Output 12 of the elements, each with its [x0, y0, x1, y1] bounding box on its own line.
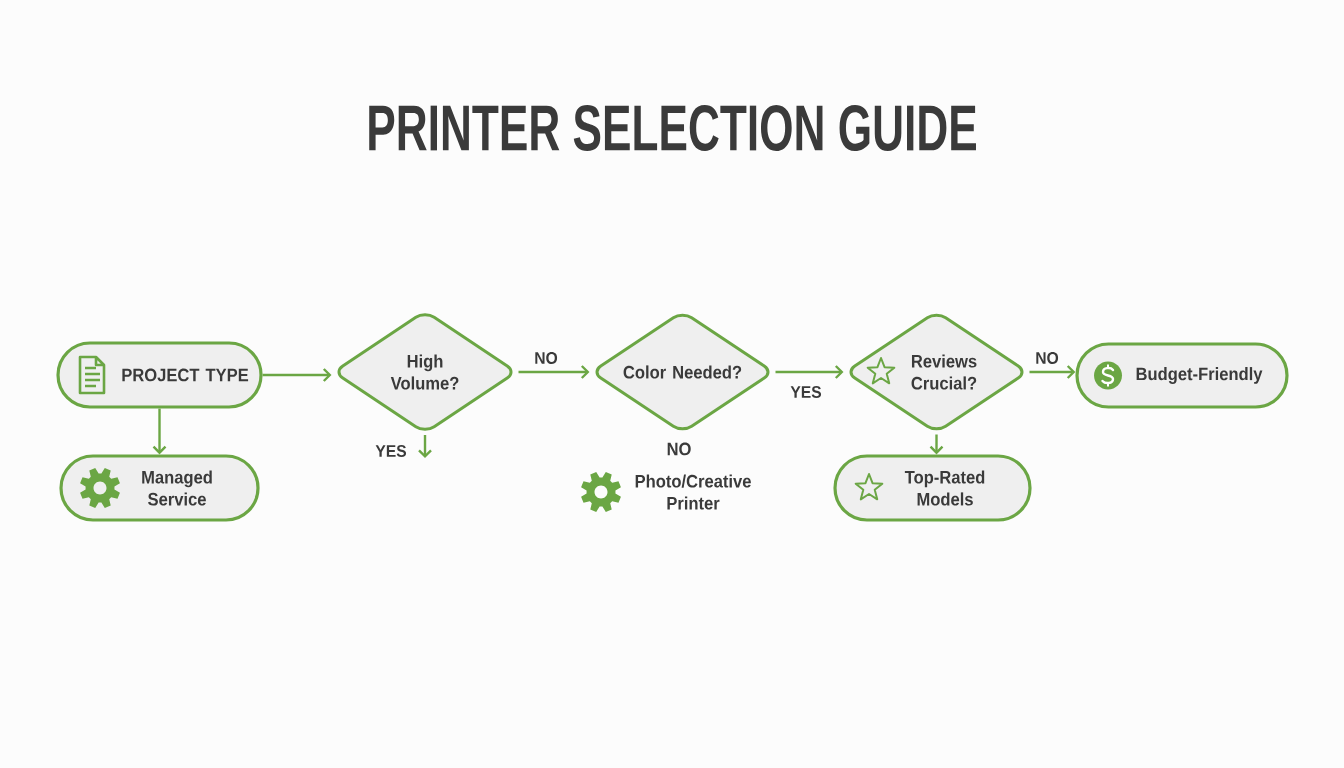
rounded-box: Top-Rated Models	[833, 454, 1032, 522]
title: PRINTER SELECTION GUIDE	[369, 105, 976, 151]
result-text: Photo/Creative Printer	[635, 474, 751, 510]
arrow	[418, 435, 432, 458]
arrow	[262, 368, 332, 382]
rounded-box: Budget-Friendly	[1075, 342, 1289, 409]
arrow	[518, 365, 590, 379]
arrow	[775, 365, 844, 379]
rounded-box: PROJECT TYPE	[56, 341, 263, 409]
arrow	[152, 408, 167, 455]
arrow	[1029, 365, 1076, 379]
arrow	[929, 434, 944, 455]
